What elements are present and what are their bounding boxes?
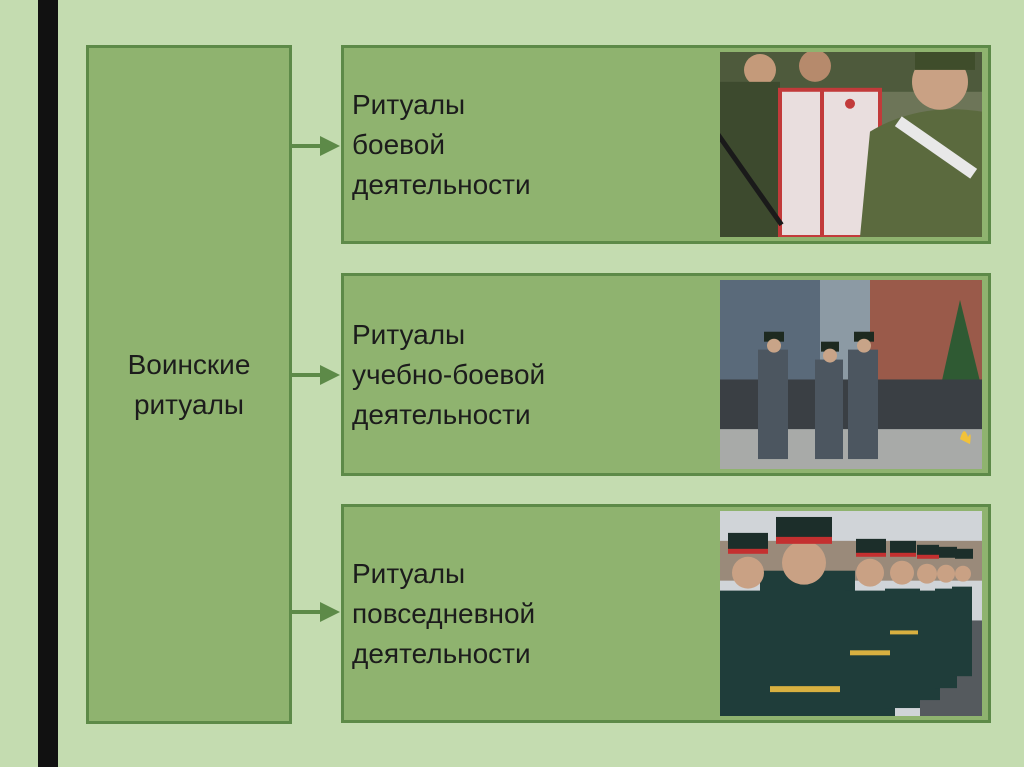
category-label: Ритуалы боевой деятельности xyxy=(352,88,531,200)
category-combat-rituals: Ритуалы боевой деятельности xyxy=(341,45,991,244)
category-label: Ритуалы повседневной деятельности xyxy=(352,557,536,669)
root-node-label: Воинские ритуалы xyxy=(127,348,251,420)
category-label: Ритуалы учебно-боевой деятельности xyxy=(352,318,546,430)
photo-oath-ceremony xyxy=(720,52,982,237)
arrow-to-combat xyxy=(292,134,342,158)
left-accent-bar xyxy=(38,0,58,767)
arrow-to-training-combat xyxy=(292,363,342,387)
category-daily-rituals: Ритуалы повседневной деятельности xyxy=(341,504,991,723)
photo-parade-formation xyxy=(720,511,982,716)
photo-honor-guard xyxy=(720,280,982,469)
root-node-military-rituals: Воинские ритуалы xyxy=(86,45,292,724)
category-training-combat-rituals: Ритуалы учебно-боевой деятельности xyxy=(341,273,991,476)
arrow-to-daily xyxy=(292,600,342,624)
